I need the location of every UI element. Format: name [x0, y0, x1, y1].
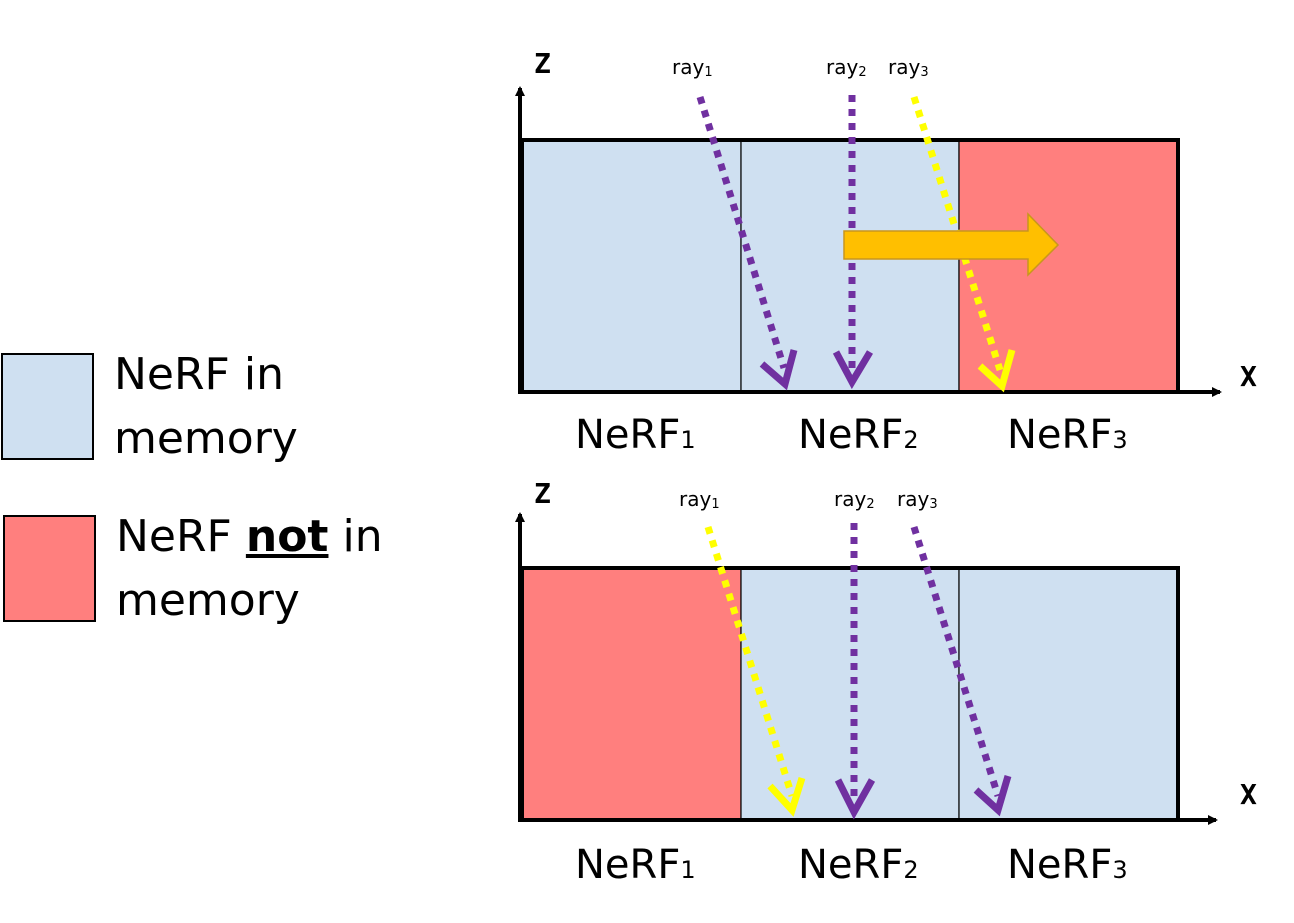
legend-swatch-not-in-memory	[3, 515, 96, 622]
top-ray-label-3: ray3	[888, 55, 929, 80]
top-nerf-label-1-sub: 1	[680, 426, 695, 454]
legend-not-prefix: NeRF	[116, 511, 232, 562]
bottom-ray-label-3-name: ray	[897, 487, 929, 511]
legend-swatch-in-memory	[1, 353, 94, 460]
bottom-nerf-label-2-sub: 2	[903, 856, 918, 884]
legend-not-suffix: in memory	[116, 511, 383, 626]
top-ray-label-2-sub: 2	[858, 65, 866, 80]
bottom-nerf-label-3-sub: 3	[1112, 856, 1127, 884]
bottom-nerf-label-1-sub: 1	[680, 856, 695, 884]
top-ray-3-head	[977, 349, 1016, 393]
bottom-ray-1-head	[767, 776, 806, 817]
top-nerf-label-1: NeRF1	[575, 412, 696, 458]
top-ray-label-3-sub: 3	[920, 65, 928, 80]
bottom-nerf-label-1-name: NeRF	[575, 842, 680, 888]
bottom-ray-label-2: ray2	[834, 487, 875, 512]
top-nerf-label-2-sub: 2	[903, 426, 918, 454]
top-nerf-label-2-name: NeRF	[798, 412, 903, 458]
bottom-nerf-label-2: NeRF2	[798, 842, 919, 888]
bottom-nerf-label-1: NeRF1	[575, 842, 696, 888]
top-ray-label-3-name: ray	[888, 55, 920, 79]
bottom-ray-1	[704, 525, 796, 798]
top-nerf-label-3-name: NeRF	[1007, 412, 1112, 458]
top-ray-1	[696, 95, 788, 370]
bottom-cell-1	[521, 567, 742, 821]
top-nerf-label-1-name: NeRF	[575, 412, 680, 458]
top-x-label: X	[1240, 360, 1257, 393]
top-ray-1-head	[759, 349, 798, 391]
bottom-ray-label-1-sub: 1	[711, 497, 719, 512]
bottom-ray-label-1: ray1	[679, 487, 720, 512]
bottom-ray-3	[910, 525, 1002, 798]
top-ray-label-2: ray2	[826, 55, 867, 80]
top-cell-1	[521, 139, 742, 393]
top-panel: Z X ray1 ray2 ray3 NeRF1 NeRF2 NeRF3	[515, 47, 1257, 458]
bottom-ray-label-2-name: ray	[834, 487, 866, 511]
legend-not-emphasis: not	[245, 511, 329, 562]
bottom-ray-label-2-sub: 2	[866, 497, 874, 512]
top-cell-3	[958, 139, 1179, 393]
bottom-nerf-label-3: NeRF3	[1007, 842, 1128, 888]
legend-label-not-in-memory: NeRF not in memory	[116, 505, 416, 633]
bottom-cell-2	[740, 567, 960, 821]
top-nerf-label-2: NeRF2	[798, 412, 919, 458]
bottom-ray-2-head	[834, 778, 876, 820]
top-nerf-label-3-sub: 3	[1112, 426, 1127, 454]
top-ray-label-1-name: ray	[672, 55, 704, 79]
bottom-nerf-label-2-name: NeRF	[798, 842, 903, 888]
top-ray-2-head	[832, 350, 874, 390]
top-z-label: Z	[534, 47, 551, 80]
top-ray-label-1-sub: 1	[704, 65, 712, 80]
legend-label-in-memory-text: NeRF in memory	[114, 349, 298, 464]
bottom-panel: Z X ray1 ray2 ray3 NeRF1 NeRF2 NeRF3	[515, 477, 1257, 888]
bottom-cell-3	[958, 567, 1179, 821]
bottom-x-label: X	[1240, 778, 1257, 811]
legend-label-in-memory: NeRF in memory	[114, 343, 344, 471]
top-nerf-label-3: NeRF3	[1007, 412, 1128, 458]
top-move-arrow	[843, 212, 1060, 277]
bottom-ray-label-3-sub: 3	[929, 497, 937, 512]
bottom-z-label: Z	[534, 477, 551, 510]
bottom-ray-3-head	[973, 775, 1012, 817]
top-ray-label-1: ray1	[672, 55, 713, 80]
bottom-ray-label-1-name: ray	[679, 487, 711, 511]
bottom-nerf-label-3-name: NeRF	[1007, 842, 1112, 888]
top-ray-label-2-name: ray	[826, 55, 858, 79]
bottom-ray-label-3: ray3	[897, 487, 938, 512]
